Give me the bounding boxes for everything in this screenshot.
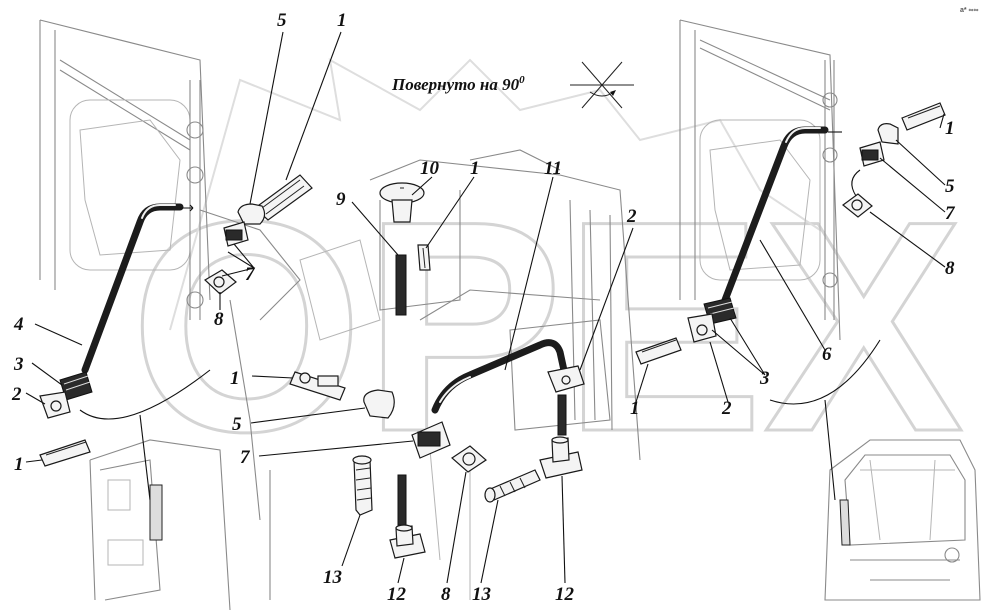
callout-7-center: 7 [240, 447, 251, 468]
tie-strap-1-right-top [901, 102, 946, 131]
clamp-7-center [411, 421, 451, 459]
right-door-panel [679, 19, 841, 341]
callout-2-right: 2 [721, 398, 732, 419]
callout-3-left: 3 [13, 354, 24, 375]
right-bus-front-view [769, 339, 981, 601]
callout-6: 6 [822, 344, 832, 365]
tie-strap-1-center-vertical [417, 244, 431, 271]
rotation-caption: Повернуто на 900 [391, 61, 634, 109]
screw-13-center-left [352, 455, 373, 516]
tie-strap-1-left-bottom [39, 439, 91, 467]
tube-11-center [431, 339, 569, 414]
stud-12-center-right [539, 436, 583, 479]
callout-10: 10 [420, 158, 440, 179]
nut-8-center [451, 445, 487, 473]
callout-1-left-bottom: 1 [14, 454, 24, 475]
callout-7-left: 7 [245, 264, 256, 285]
callout-2-left: 2 [11, 384, 22, 405]
watermark-gear-outline [169, 58, 821, 331]
callout-12-center-right: 12 [555, 584, 575, 605]
callout-3-right: 3 [759, 368, 770, 389]
callout-8-center: 8 [441, 584, 451, 605]
plug-10 [379, 182, 425, 223]
corner-mark: a* ∞∞ [960, 7, 979, 14]
callout-13-center-right: 13 [472, 584, 491, 605]
watermark: OPEX [129, 58, 967, 496]
left-door-panel [39, 19, 301, 321]
callout-1-center-top: 1 [470, 158, 480, 179]
center-cab-interior [229, 149, 641, 600]
callout-1-right-bottom: 1 [630, 398, 640, 419]
screw-13-center-right [484, 469, 541, 503]
tube-6-right [721, 126, 829, 304]
tie-strap-1-center [289, 371, 346, 401]
tube-9-vertical [395, 254, 407, 316]
clamp-7-left [223, 221, 249, 247]
clip-5-left [237, 203, 266, 225]
callouts: 5 1 10 1 11 9 2 7 8 4 3 2 1 1 5 7 13 12 … [11, 10, 956, 605]
nut-8-right [842, 193, 873, 218]
left-cab-view [79, 369, 231, 611]
callout-8-left: 8 [214, 309, 224, 330]
bracket-2-center [547, 365, 585, 393]
bracket-2-left [39, 391, 71, 419]
clip-5-right [877, 123, 899, 145]
caption-text: Повернуто на 900 [391, 74, 525, 94]
callout-5-center: 5 [232, 414, 242, 435]
callout-13-center-left: 13 [323, 567, 342, 588]
callout-4: 4 [13, 314, 24, 335]
callout-8-right: 8 [945, 258, 955, 279]
callout-2-center: 2 [626, 206, 637, 227]
clip-5-center [363, 389, 395, 419]
nut-8-left [204, 269, 237, 295]
tube-4-left [81, 203, 184, 374]
tie-strap-1-right-bottom [635, 337, 682, 365]
callout-9: 9 [336, 189, 346, 210]
callout-11: 11 [544, 158, 562, 179]
bracket-2-right [687, 313, 717, 343]
tube-segment-12a [397, 474, 407, 526]
callout-5-left: 5 [277, 10, 287, 31]
callout-12-center-left: 12 [387, 584, 407, 605]
tube-segment-12b [557, 394, 567, 436]
rotation-angle-icon [570, 61, 634, 109]
clamp-7-right [859, 141, 885, 167]
callout-1-right-top: 1 [945, 118, 955, 139]
callout-1-left-top: 1 [337, 10, 347, 31]
stud-12-center-left [389, 524, 426, 559]
callout-7-right: 7 [945, 203, 956, 224]
callout-5-right: 5 [945, 176, 955, 197]
callout-1-center-strap: 1 [230, 368, 240, 389]
leader-lines [25, 31, 946, 584]
